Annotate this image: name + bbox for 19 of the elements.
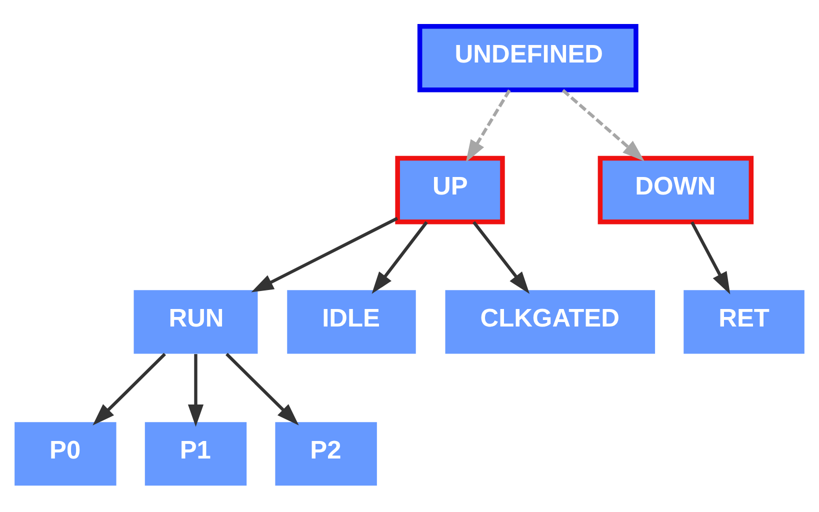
node-box: P2 (275, 422, 377, 486)
node-box: P0 (14, 422, 116, 486)
arrow (372, 221, 428, 294)
arrow (251, 216, 398, 292)
node-box: UNDEFINED (417, 24, 638, 92)
node-box: RET (684, 290, 804, 354)
arrow (226, 352, 299, 426)
arrow (466, 89, 511, 162)
arrow (188, 354, 204, 427)
arrow (472, 221, 530, 294)
node-box: P1 (144, 422, 247, 486)
node-box: CLKGATED (445, 290, 656, 354)
arrow (92, 352, 166, 426)
node-box: DOWN (598, 156, 754, 224)
node-box: UP (395, 156, 505, 224)
node-box: RUN (134, 290, 258, 354)
arrow (690, 221, 730, 294)
arrow (562, 89, 645, 162)
node-box: IDLE (287, 290, 416, 354)
